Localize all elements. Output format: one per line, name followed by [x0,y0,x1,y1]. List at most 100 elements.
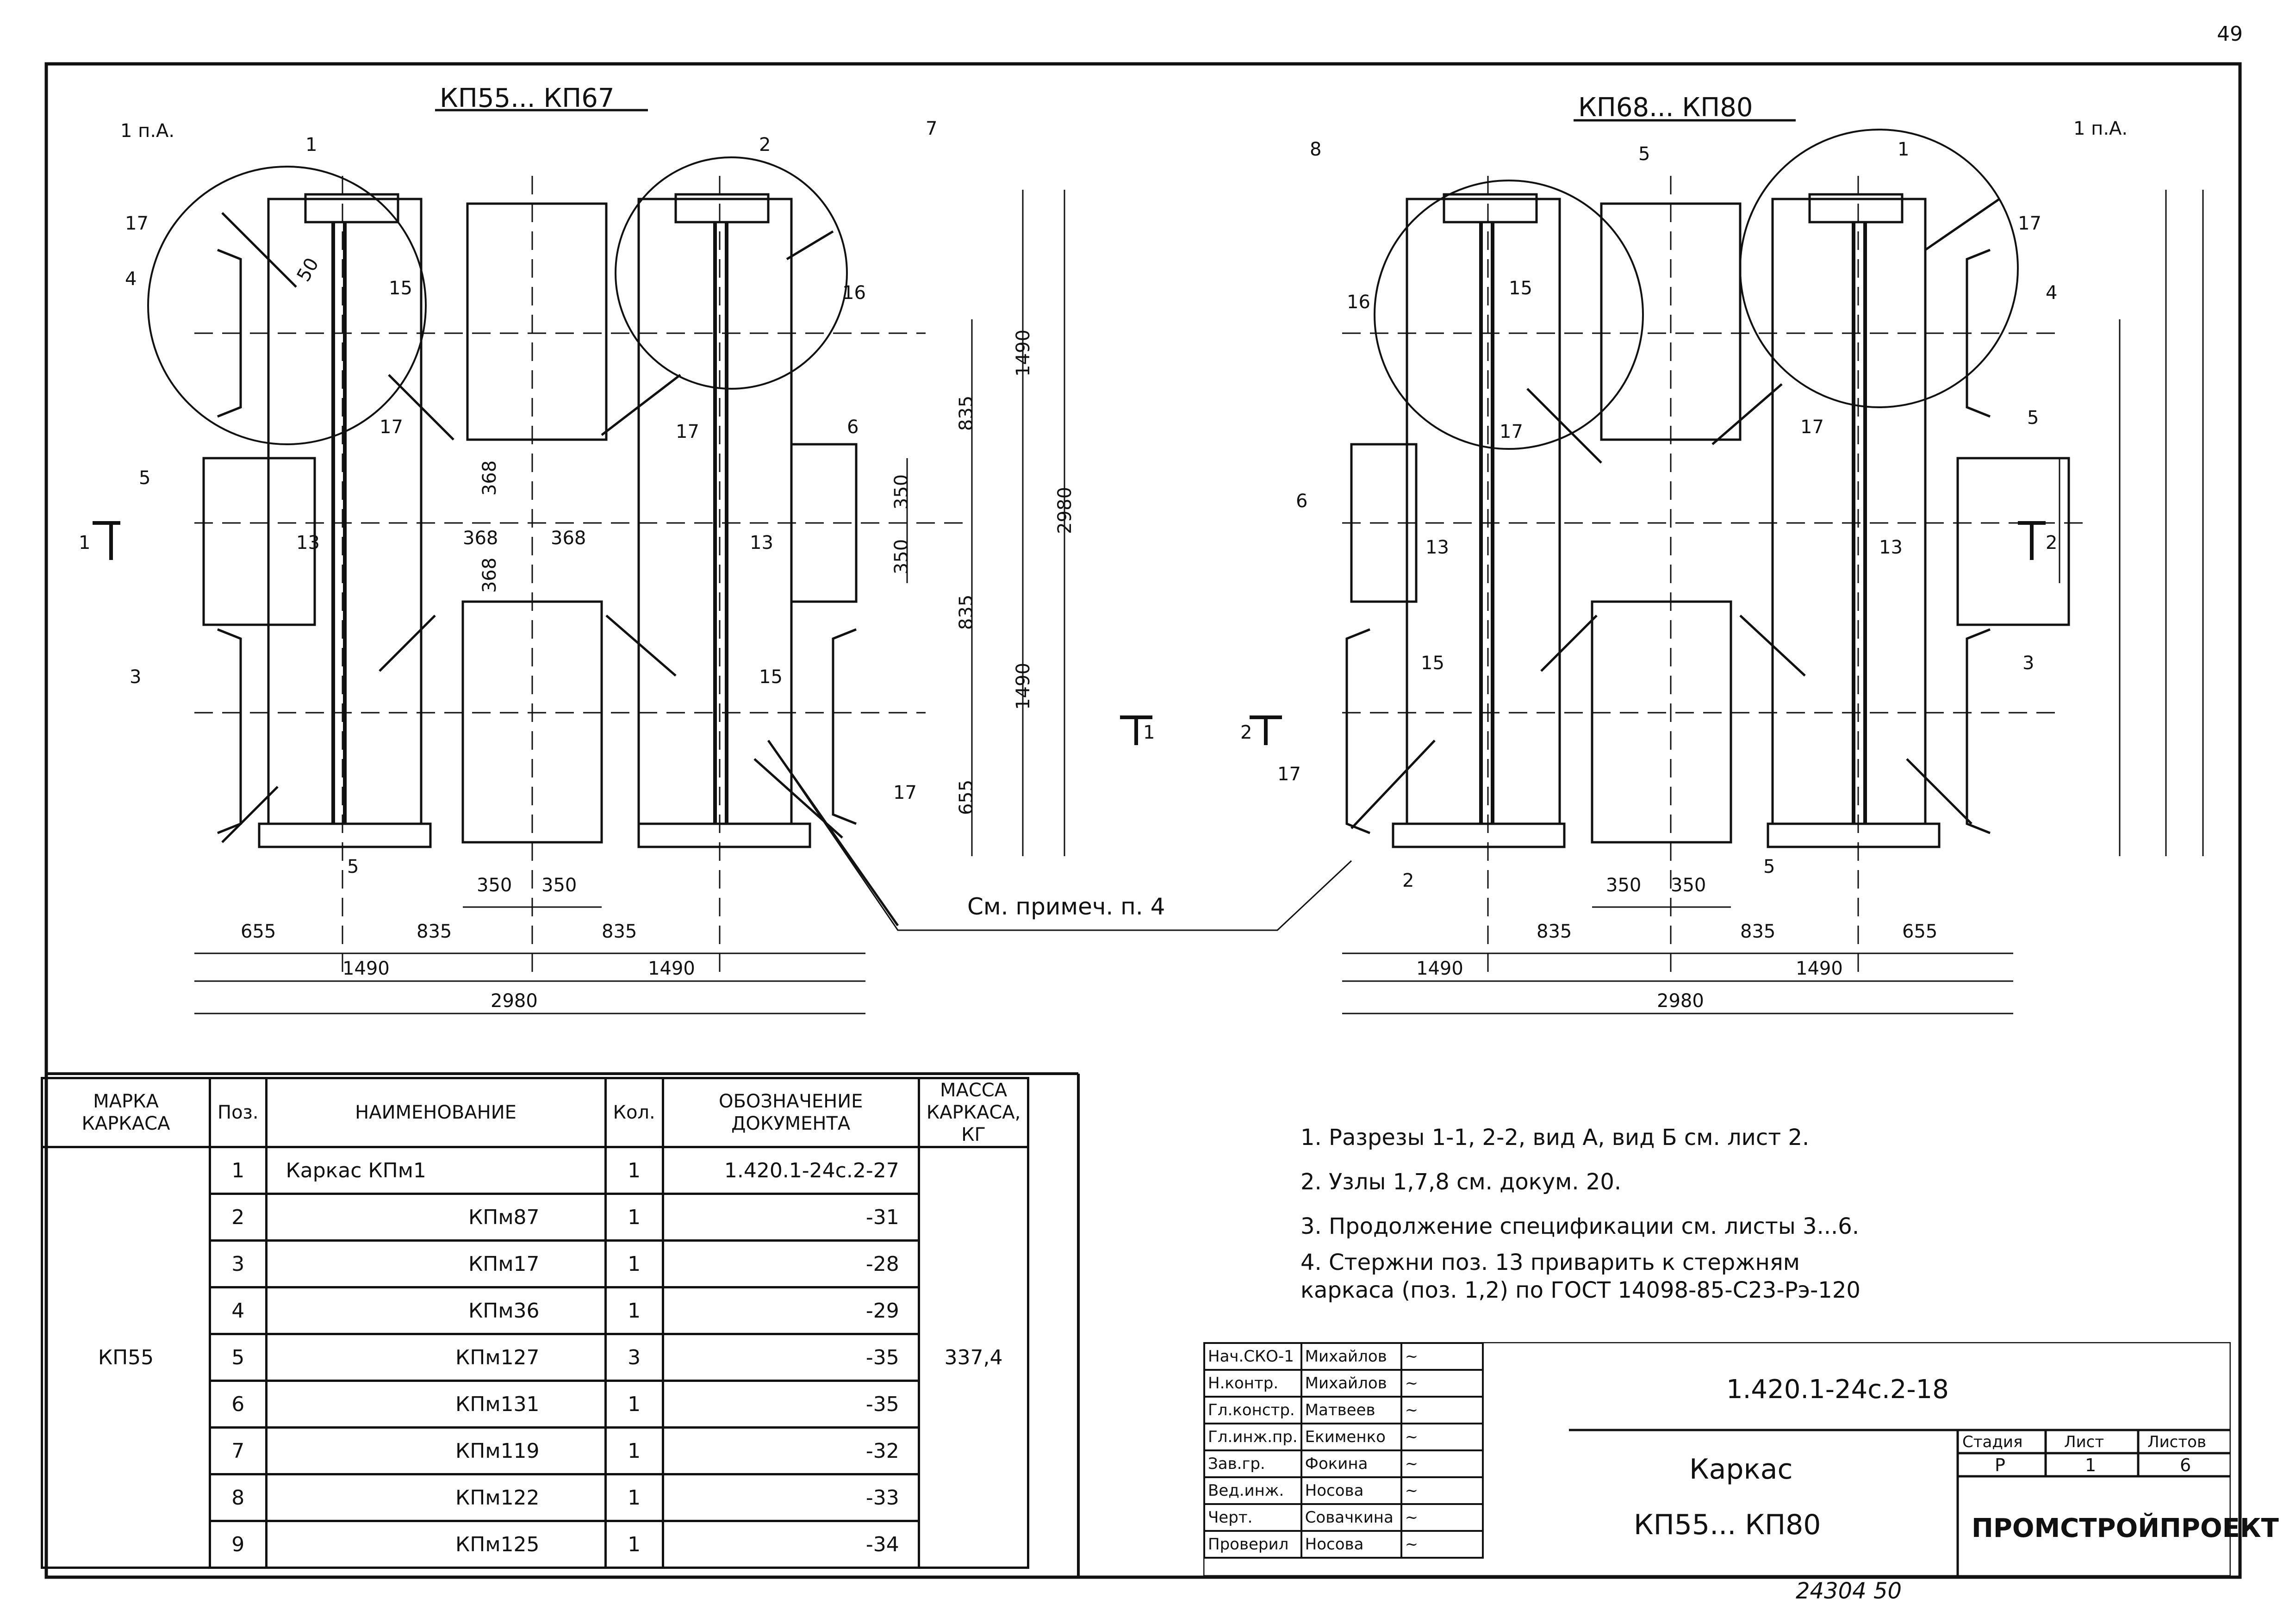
table-row: 2 КПм87 1 -31 [42,1193,1028,1242]
callout: 2 [759,134,771,155]
person-name: Михайлов [1300,1369,1402,1398]
callout: 5 [2027,407,2039,429]
callout: 15 [1421,653,1444,674]
dimension: 835 [1740,921,1776,942]
qty-cell: 1 [604,1286,664,1335]
callout: 4 [2046,282,2058,304]
dimension: 350 [891,474,913,510]
callout: 13 [296,532,320,553]
dimension: 1490 [1416,958,1463,979]
dimension: 835 [956,594,977,630]
role: Проверил [1203,1530,1302,1559]
pos-cell: 9 [209,1520,268,1569]
page-number: 49 [2217,22,2243,46]
role: Гл.инж.пр. [1203,1423,1302,1451]
section-mark: 2 [1240,722,1252,743]
signature-row: Н.контр.Михайлов~ [1203,1369,1484,1398]
callout: 15 [1509,278,1532,299]
callout: 1 [1898,139,1910,160]
sheets-label: Листов [2147,1433,2207,1451]
qty-cell: 1 [604,1520,664,1569]
callout: 3 [2022,653,2035,674]
name-cell: КПм127 [265,1333,607,1382]
name-cell: КПм125 [265,1520,607,1569]
dimension: 655 [1902,921,1938,942]
role: Черт. [1203,1503,1302,1532]
dimension: 835 [1537,921,1572,942]
callout: 1 [305,134,317,155]
footer-code: 24304 50 [1796,1578,1902,1604]
callout: 6 [847,417,859,438]
signature-row: Гл.инж.пр.Екименко~ [1203,1423,1484,1451]
callout: 8 [1310,139,1322,160]
note-line: 4. Стержни поз. 13 приварить к стержням [1300,1250,1800,1275]
note-line: 3. Продолжение спецификации см. листы 3.… [1300,1213,1860,1239]
header-doc: ОБОЗНАЧЕНИЕ ДОКУМЕНТА [661,1077,920,1148]
notes: 1. Разрезы 1-1, 2-2, вид А, вид Б см. ли… [1300,1115,1860,1304]
person-name: Носова [1300,1530,1402,1559]
pos-cell: 7 [209,1426,268,1475]
callout: 13 [1425,537,1449,558]
callout: 17 [380,417,403,438]
table-row: 4 КПм36 1 -29 [42,1286,1028,1335]
stage-label: Стадия [1962,1433,2023,1451]
table-row: 5 КПм127 3 -35 [42,1333,1028,1382]
dimension: 350 [541,875,577,896]
name-cell: КПм131 [265,1380,607,1429]
callout: 5 [139,467,151,489]
drawing-title: Каркас [1689,1453,1793,1486]
person-name: Михайлов [1300,1342,1402,1371]
signature-image: ~ [1400,1476,1484,1505]
sheet-value: 1 [2085,1455,2097,1475]
dimension: 350 [891,539,913,575]
person-name: Носова [1300,1476,1402,1505]
callout: 16 [842,282,866,304]
callout: 17 [893,782,917,803]
callout: 2 [1402,870,1414,891]
callout: 15 [759,666,783,688]
header-mark: МАРКА КАРКАСА [41,1077,211,1148]
doc-cell: -34 [661,1520,920,1569]
document-code: 1.420.1-24с.2-18 [1726,1374,1949,1405]
pos-cell: 8 [209,1473,268,1522]
role: Н.контр. [1203,1369,1302,1398]
doc-cell: -31 [661,1193,920,1242]
name-cell: КПм119 [265,1426,607,1475]
signature-row: Черт.Совачкина~ [1203,1503,1484,1532]
dimension: 368 [551,528,586,549]
dimension: 350 [1606,875,1642,896]
qty-cell: 3 [604,1333,664,1382]
header-mass: МАССА КАРКАСА, КГ [917,1077,1030,1148]
callout: 17 [676,421,699,442]
qty-cell: 1 [604,1426,664,1475]
pos-cell: 5 [209,1333,268,1382]
header-pos: Поз. [209,1077,268,1148]
title-block-frame [1203,1342,2231,1576]
pos-cell: 4 [209,1286,268,1335]
header-qty: Кол. [604,1077,664,1148]
dimension: 350 [1671,875,1706,896]
doc-cell: -35 [661,1380,920,1429]
specification-table: МАРКА КАРКАСА Поз. НАИМЕНОВАНИЕ Кол. ОБО… [41,1077,1030,1569]
callout: 5 [347,856,359,877]
callout: 17 [1500,421,1523,442]
callout: 6 [1296,491,1308,512]
section-mark: 1 [79,532,91,553]
dimension: 2980 [1054,487,1076,534]
signature-row: Вед.инж.Носова~ [1203,1476,1484,1505]
callout: 5 [1763,856,1775,877]
callout: 17 [2018,213,2041,234]
table-row: 8 КПм122 1 -33 [42,1473,1028,1522]
callout: 1 п.А. [120,120,175,142]
doc-cell: -28 [661,1239,920,1288]
callout: 3 [130,666,142,688]
name-cell: КПм17 [265,1239,607,1288]
callout: 7 [926,118,938,139]
dimension: 655 [956,779,977,815]
qty-cell: 1 [604,1380,664,1429]
callout: 17 [125,213,149,234]
